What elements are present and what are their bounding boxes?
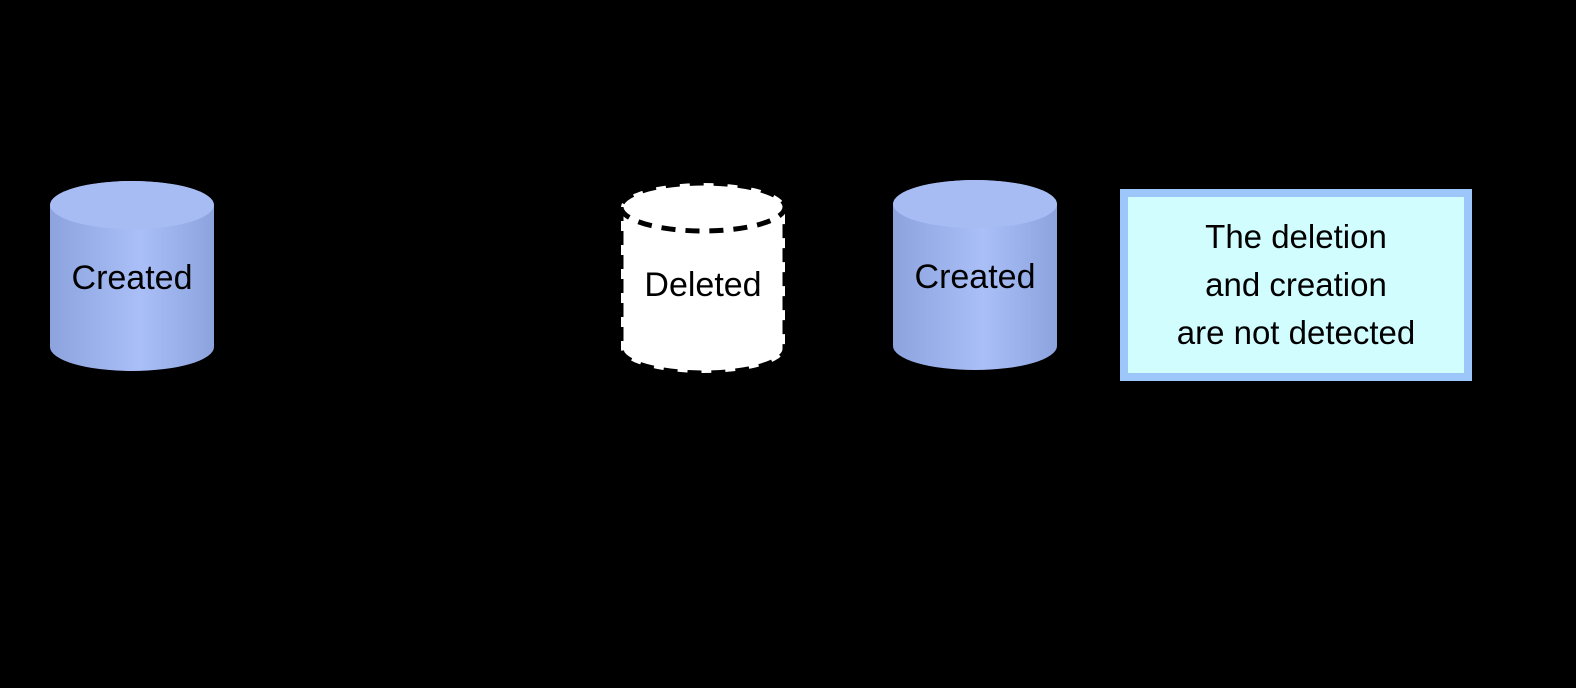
cylinder-label: Created bbox=[915, 258, 1036, 296]
cylinder-label: Deleted bbox=[644, 266, 761, 304]
database-cylinder-created-left: Created bbox=[50, 181, 214, 371]
cylinder-body bbox=[893, 180, 1057, 370]
cylinder-body-dashed bbox=[618, 180, 788, 376]
database-cylinder-deleted: Deleted bbox=[618, 180, 788, 376]
database-cylinder-created-right: Created bbox=[893, 180, 1057, 370]
cylinder-lid bbox=[893, 180, 1057, 228]
note-box: The deletion and creation are not detect… bbox=[1120, 189, 1472, 381]
database-cylinder-shape: Created bbox=[50, 181, 214, 371]
note-line-3: are not detected bbox=[1176, 314, 1416, 351]
cylinder-body bbox=[50, 181, 214, 371]
cylinder-label: Created bbox=[72, 259, 193, 297]
database-cylinder-shape: Deleted bbox=[618, 180, 788, 376]
note-line-2: and creation bbox=[1205, 266, 1387, 303]
database-cylinder-shape: Created bbox=[893, 180, 1057, 370]
note-line-1: The deletion bbox=[1205, 218, 1387, 255]
cylinder-lid bbox=[50, 181, 214, 229]
